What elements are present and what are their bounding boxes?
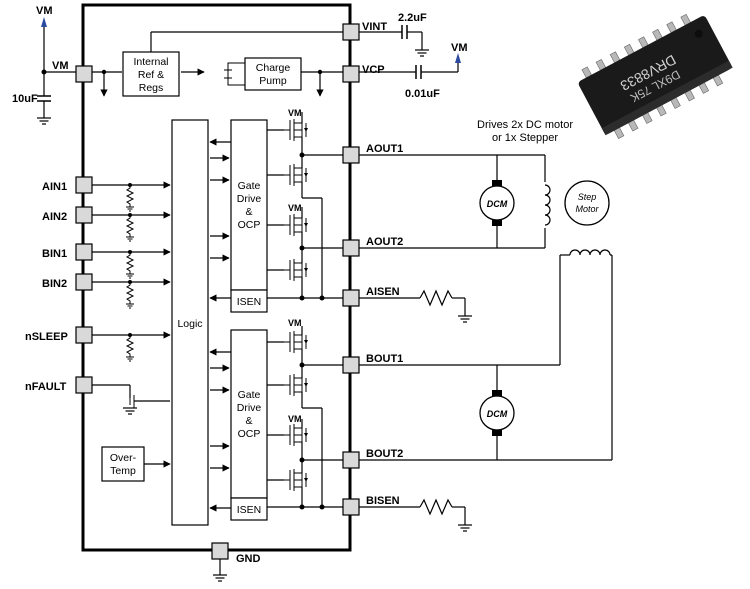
- logic-label: Logic: [177, 318, 202, 330]
- gate-drive-a-block: [230, 119, 268, 291]
- ain1-label: AIN1: [42, 181, 67, 193]
- h-bridge-b: [267, 326, 343, 510]
- dc-motor-b: DCM: [479, 390, 515, 436]
- bout1-label: BOUT1: [366, 353, 403, 365]
- gnd-pin: [211, 542, 229, 560]
- bin2-label: BIN2: [42, 278, 67, 290]
- chip-package-image: DRV8833 D9XL 75K: [578, 13, 733, 139]
- step-line2: Motor: [575, 204, 599, 214]
- cap-vcp-label: 0.01uF: [405, 88, 440, 100]
- isen-b-block: [230, 497, 268, 521]
- aout2-pin: [342, 239, 360, 257]
- aout2-label: AOUT2: [366, 236, 403, 248]
- vm-right-arrow-icon: [455, 53, 461, 63]
- cp-line1: Charge: [256, 62, 291, 74]
- dcm-a-label: DCM: [487, 199, 508, 209]
- bout1-pin: [342, 356, 360, 374]
- vm-supply-left: [36, 17, 76, 125]
- vm-pin: [75, 65, 93, 83]
- aout1-pin: [342, 146, 360, 164]
- gda-line3: &: [245, 206, 252, 218]
- aout1-label: AOUT1: [366, 143, 403, 155]
- bin1-pin: [75, 243, 93, 261]
- aisen-label: AISEN: [366, 286, 400, 298]
- isen-b-label: ISEN: [237, 504, 262, 516]
- ref-line1: Internal: [133, 56, 168, 68]
- bin2-pin: [75, 273, 93, 291]
- vcp-label: VCP: [362, 64, 385, 76]
- bisen-pin: [342, 498, 360, 516]
- ain2-pin: [75, 206, 93, 224]
- cap-vm-label: 10uF: [12, 93, 38, 105]
- gnd-label: GND: [236, 553, 261, 565]
- vm-pin-label: VM: [52, 60, 69, 72]
- isen-a-label: ISEN: [237, 296, 262, 308]
- vcp-pin: [342, 65, 360, 83]
- h-bridge-a: [267, 112, 343, 301]
- isen-a-block: [230, 289, 268, 313]
- step-line1: Step: [578, 192, 597, 202]
- ain1-pin: [75, 176, 93, 194]
- motor-wiring-b: [359, 255, 613, 461]
- gda-line1: Gate: [238, 180, 261, 192]
- step-motor: Step Motor: [559, 180, 612, 265]
- motor-wiring-a: [359, 154, 551, 249]
- gdb-line3: &: [245, 415, 252, 427]
- vm-fet-label-4: VM: [288, 414, 302, 424]
- drives-line2: or 1x Stepper: [492, 132, 558, 144]
- ot-line2: Temp: [110, 465, 136, 477]
- aisen-pin: [342, 289, 360, 307]
- sense-resistor-b: [359, 498, 473, 532]
- vm-fet-label-1: VM: [288, 108, 302, 118]
- ot-line1: Over-: [110, 452, 137, 464]
- sense-resistor-a: [359, 289, 473, 323]
- vint-pin: [342, 23, 360, 41]
- gate-drive-b-block: [230, 329, 268, 499]
- drives-line1: Drives 2x DC motor: [477, 119, 573, 131]
- nsleep-label: nSLEEP: [25, 331, 68, 343]
- ref-line3: Regs: [139, 82, 164, 94]
- vm-fet-label-3: VM: [288, 318, 302, 328]
- vm-arrow-icon: [41, 17, 47, 27]
- ain2-label: AIN2: [42, 211, 67, 223]
- internal-ref-block: [122, 51, 180, 97]
- gda-line4: OCP: [238, 219, 261, 231]
- logic-block: [171, 119, 209, 526]
- bout2-label: BOUT2: [366, 448, 403, 460]
- vm-right-label: VM: [451, 42, 468, 54]
- charge-pump-block: [244, 57, 302, 91]
- cap-vint-label: 2.2uF: [398, 12, 427, 24]
- nfault-pin: [75, 376, 93, 394]
- logic-gate-arrows: [209, 138, 231, 512]
- bout2-pin: [342, 451, 360, 469]
- vint-label: VINT: [362, 21, 387, 33]
- bin1-label: BIN1: [42, 248, 67, 260]
- input-pins: [75, 176, 171, 415]
- gda-line2: Drive: [237, 193, 262, 205]
- gdb-line4: OCP: [238, 428, 261, 440]
- ref-line2: Ref &: [138, 69, 164, 81]
- vm-fet-label-2: VM: [288, 203, 302, 213]
- gdb-line2: Drive: [237, 402, 262, 414]
- bisen-label: BISEN: [366, 495, 400, 507]
- cp-line2: Pump: [259, 75, 287, 87]
- nsleep-pin: [75, 326, 93, 344]
- gdb-line1: Gate: [238, 389, 261, 401]
- vm-left-label: VM: [36, 5, 53, 17]
- over-temp-block: [101, 446, 145, 482]
- nfault-label: nFAULT: [25, 381, 67, 393]
- dcm-b-label: DCM: [487, 409, 508, 419]
- dc-motor-a: DCM: [479, 180, 515, 226]
